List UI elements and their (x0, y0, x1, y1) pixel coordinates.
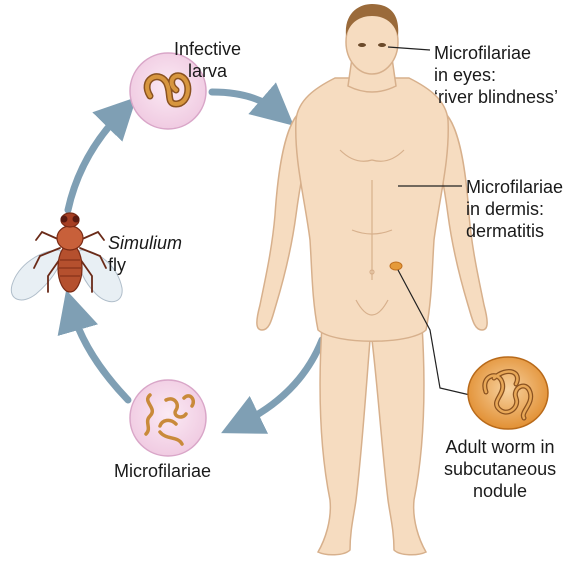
arrow-microfilariae-to-fly (72, 310, 128, 400)
label-dermis: Microfilariae in dermis: dermatitis (466, 176, 563, 242)
left-leg (318, 325, 370, 555)
right-leg (372, 325, 426, 555)
fly-thorax (57, 226, 83, 250)
label-simulium-fly: Simulium fly (108, 232, 182, 276)
adult-worm-nodule (468, 357, 548, 429)
label-microfilariae-text: Microfilariae (114, 460, 211, 482)
label-infective-larva-line2: larva (174, 60, 241, 82)
label-adult-worm: Adult worm in subcutaneous nodule (444, 436, 556, 502)
label-simulium: Simulium (108, 232, 182, 254)
label-eyes: Microfilariae in eyes: ‘river blindness’ (434, 42, 558, 108)
arrow-larva-to-human (212, 92, 278, 112)
label-infective-larva: Infective larva (174, 38, 241, 82)
simulium-fly (11, 213, 122, 302)
label-adult-worm-line1: Adult worm in (444, 436, 556, 458)
label-eyes-line1: Microfilariae (434, 42, 558, 64)
label-dermis-line2: in dermis: (466, 198, 563, 220)
eye-left (358, 43, 366, 47)
label-eyes-line3: ‘river blindness’ (434, 86, 558, 108)
label-dermis-line3: dermatitis (466, 220, 563, 242)
label-adult-worm-line2: subcutaneous (444, 458, 556, 480)
label-dermis-line1: Microfilariae (466, 176, 563, 198)
label-adult-worm-line3: nodule (444, 480, 556, 502)
label-infective-larva-line1: Infective (174, 38, 241, 60)
arrow-fly-to-larva (68, 112, 122, 210)
microfilariae-circle (130, 380, 206, 456)
label-fly: fly (108, 254, 182, 276)
label-eyes-line2: in eyes: (434, 64, 558, 86)
arrow-human-to-microfilariae (240, 340, 322, 424)
hip-nodule (390, 262, 402, 270)
eye-right (378, 43, 386, 47)
label-microfilariae: Microfilariae (114, 460, 211, 482)
